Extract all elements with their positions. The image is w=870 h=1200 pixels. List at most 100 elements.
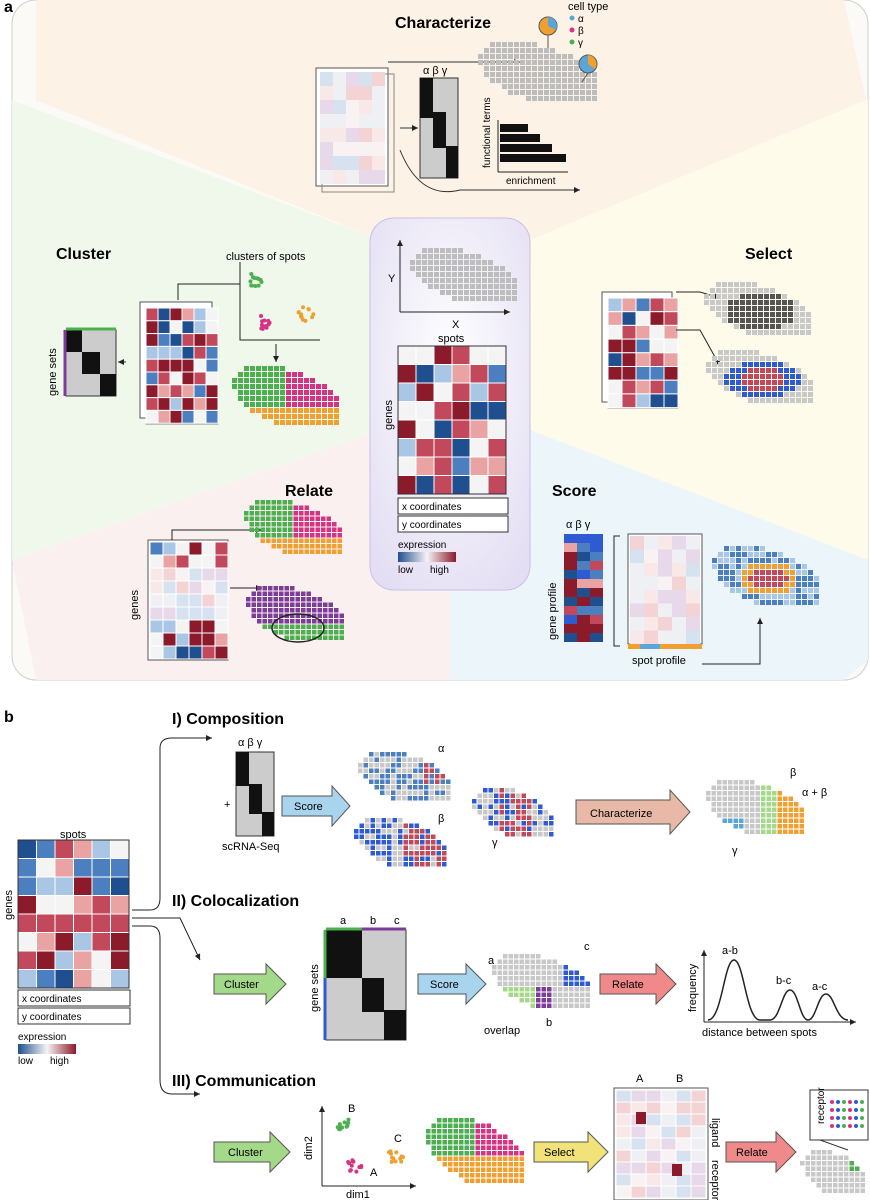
gene-profile-cell [564,606,577,615]
matrix-cell [415,475,435,495]
tissue-spot [322,396,327,401]
matrix-cell [205,358,219,373]
tissue-spot [860,1183,865,1188]
tissue-spot [484,72,489,77]
tissue-spot [374,774,379,779]
tissue-spot [514,987,519,992]
tissue-spot [464,1123,469,1128]
matrix-cell [487,345,507,365]
relate-arrow-colocalization[interactable] [599,962,677,1006]
tissue-spot [740,288,745,293]
tissue-spot [800,330,805,335]
matrix-cell [193,307,207,322]
tissue-spot [268,624,273,629]
matrix-cell [607,338,623,354]
matrix-cell [415,401,435,421]
tissue-spot [424,785,429,790]
matrix-cell [157,307,171,322]
matrix-cell [36,858,56,878]
tissue-spot [503,1162,508,1167]
matrix-cell [91,950,111,970]
tissue-spot [274,372,279,377]
tissue-spot [746,318,751,323]
gene-profile-cell [577,534,590,543]
tissue-spot [322,414,327,419]
characterize-arrow[interactable] [575,788,691,836]
tissue-spot [514,1145,519,1150]
tissue-spot [808,582,813,587]
gene-profile-cell [564,588,577,597]
tissue-spot [262,608,267,613]
tissue-spot [328,414,333,419]
tissue-spot [295,624,300,629]
tissue-spot [790,570,795,575]
comm-dot [349,1163,354,1168]
zoom-dot [860,1124,864,1128]
select-arrow-communication[interactable] [533,1130,609,1174]
tissue-spot [505,815,510,820]
tissue-spot [391,796,396,801]
score-arrow-colocalization[interactable] [417,962,487,1006]
tissue-spot [268,378,273,383]
tissue-spot [706,362,711,367]
tissue-spot [396,779,401,784]
matrix-cell [690,1149,707,1163]
tissue-spot [476,260,481,265]
tissue-spot [492,1134,497,1139]
matrix-cell [415,419,435,439]
cluster-arrow-colocalization[interactable] [213,962,287,1006]
zoom-dot [842,1108,846,1112]
tissue-spot [790,582,795,587]
score-arrow-composition[interactable] [281,784,351,828]
tissue-spot [508,987,513,992]
relate-arrow-communication[interactable] [725,1130,797,1174]
tissue-spot [734,282,739,287]
tissue-spot [476,272,481,277]
tissue-spot [492,1167,497,1172]
tissue-spot [407,774,412,779]
tissue-spot [755,818,760,823]
tissue-spot [481,1173,486,1178]
tissue-spot [549,832,554,837]
tissue-spot [321,522,326,527]
tissue-spot [508,1162,513,1167]
matrix-cell [658,576,672,590]
tissue-spot [292,396,297,401]
tissue-spot [739,807,744,812]
tissue-spot [256,408,261,413]
tissue-spot [323,613,328,618]
matrix-cell [630,617,644,631]
tissue-spot [380,752,385,757]
matrix-cell [397,401,417,421]
heading-score: Score [552,483,597,500]
cluster-arrow-communication[interactable] [213,1130,291,1174]
tissue-spot [436,862,441,867]
tissue-spot [520,78,525,83]
center-spatial-plot: Y X [388,240,517,331]
tissue-spot [257,613,262,618]
tissue-spot [475,1167,480,1172]
gene-profile-cell [564,570,577,579]
tissue-spot [288,500,293,505]
tissue-spot [516,815,521,820]
tissue-spot [728,780,733,785]
tissue-spot [304,549,309,554]
matrix-cell [175,606,190,621]
tissue-spot [268,608,273,613]
score-illustration [564,533,819,665]
tissue-spot [470,278,475,283]
tissue-spot [760,600,765,605]
tissue-spot [358,768,363,773]
tissue-spot [516,793,521,798]
tissue-spot [530,998,535,1003]
tissue-spot [519,987,524,992]
tissue-spot [422,278,427,283]
tissue-spot [811,1150,816,1155]
comm-tissue [426,1118,524,1183]
tissue-spot [772,802,777,807]
tissue-spot [799,829,804,834]
tissue-spot [724,570,729,575]
matrix-cell [645,1101,662,1115]
tissue-spot [328,608,333,613]
matrix-cell [17,858,37,878]
